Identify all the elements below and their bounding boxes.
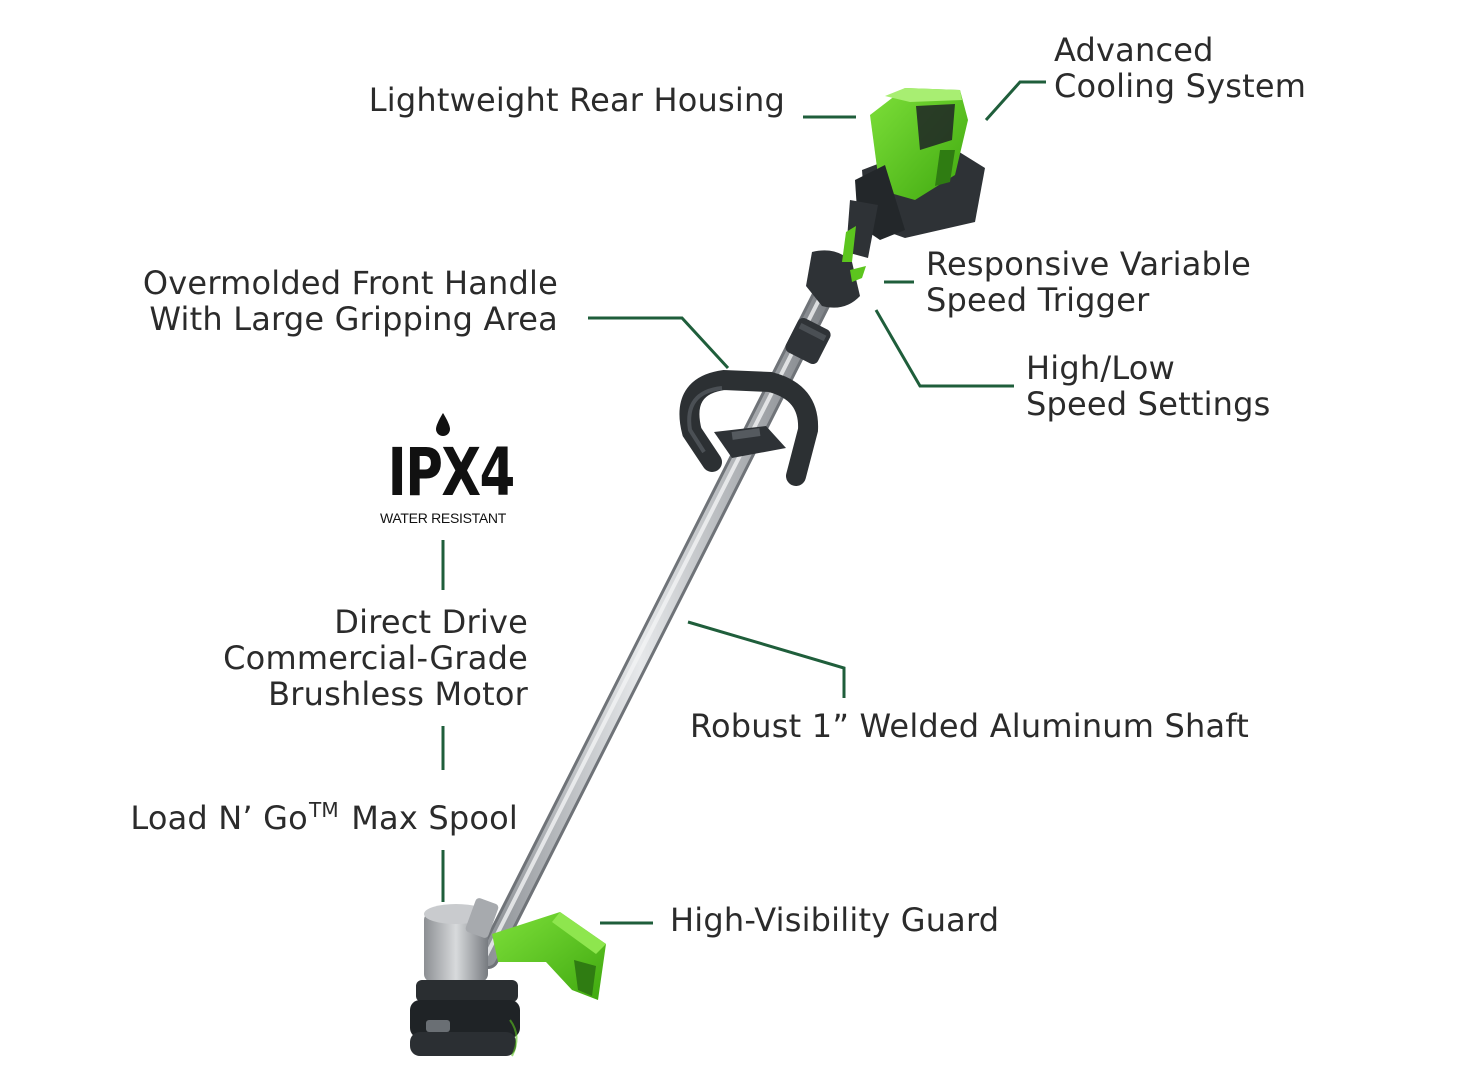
trigger-grip bbox=[806, 226, 866, 308]
ipx4-code: IPX4 bbox=[387, 434, 516, 511]
callout-cooling-line-2: Cooling System bbox=[1054, 67, 1307, 105]
callout-motor-line-2: Commercial-Grade bbox=[223, 639, 528, 677]
callout-guard-text: High-Visibility Guard bbox=[670, 901, 1000, 939]
callout-shaft: Robust 1” Welded Aluminum Shaft bbox=[690, 708, 1249, 744]
water-drop-icon bbox=[436, 413, 450, 436]
leader-lines bbox=[441, 80, 1046, 925]
callout-spool-line: Load N’ GoTM Max Spool bbox=[130, 792, 518, 836]
loop-handle bbox=[679, 369, 819, 486]
rear-housing bbox=[846, 88, 985, 258]
callout-rear-housing: Lightweight Rear Housing bbox=[369, 82, 785, 118]
callout-spool-suffix: Max Spool bbox=[340, 799, 518, 837]
trademark-mark: TM bbox=[308, 798, 339, 822]
ipx4-subtitle: WATER RESISTANT bbox=[380, 510, 506, 526]
callout-spool-name: Load N’ Go bbox=[130, 799, 308, 837]
leader-shaft bbox=[687, 620, 846, 698]
callout-motor-line-3: Brushless Motor bbox=[268, 675, 528, 713]
leader-front-handle bbox=[588, 316, 730, 370]
callout-shaft-text: Robust 1” Welded Aluminum Shaft bbox=[690, 707, 1249, 745]
callout-spool: Load N’ GoTM Max Spool bbox=[130, 792, 518, 836]
callout-trigger-line-2: Speed Trigger bbox=[926, 281, 1150, 319]
callout-front-handle-line-1: Overmolded Front Handle bbox=[142, 264, 558, 302]
callout-cooling: Advanced Cooling System bbox=[1054, 32, 1306, 104]
callout-trigger: Responsive Variable Speed Trigger bbox=[926, 246, 1251, 318]
callout-speed-settings-line-2: Speed Settings bbox=[1026, 385, 1271, 423]
callout-speed-settings: High/Low Speed Settings bbox=[1026, 350, 1271, 422]
callout-speed-settings-line-1: High/Low bbox=[1026, 349, 1175, 387]
callout-guard: High-Visibility Guard bbox=[670, 902, 999, 938]
callout-front-handle-line-2: With Large Gripping Area bbox=[149, 300, 558, 338]
shaft-collar bbox=[785, 317, 831, 365]
guard bbox=[492, 912, 606, 1000]
leader-speed-settings bbox=[874, 309, 1014, 388]
callout-front-handle: Overmolded Front Handle With Large Gripp… bbox=[143, 265, 558, 337]
ipx4-badge: IPX4 WATER RESISTANT bbox=[372, 412, 516, 526]
callout-rear-housing-text: Lightweight Rear Housing bbox=[368, 81, 785, 119]
callout-motor-line-1: Direct Drive bbox=[334, 603, 528, 641]
callout-motor: Direct Drive Commercial-Grade Brushless … bbox=[223, 604, 528, 712]
leader-cooling bbox=[984, 80, 1046, 122]
callout-cooling-line-1: Advanced bbox=[1054, 31, 1214, 69]
motor-head bbox=[410, 898, 520, 1057]
callout-trigger-line-1: Responsive Variable bbox=[926, 245, 1252, 283]
